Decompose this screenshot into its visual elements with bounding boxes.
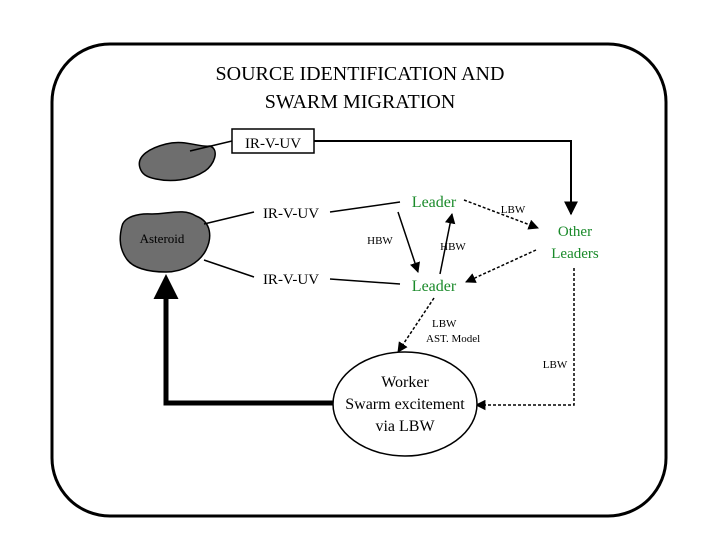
arrow-box-to-source [189,140,233,152]
line-asteroid-upper [203,211,255,225]
migration-arrow [153,274,333,406]
hbw-right-label: HBW [440,241,466,253]
arrow-leader-to-worker [397,297,435,353]
lbw-top-label: LBW [501,204,526,216]
other-leaders-line-1: Other [558,224,592,240]
hbw-left-label: HBW [367,235,393,247]
line-upper-to-leader [329,201,401,213]
lbw-right-label: LBW [543,359,568,371]
source-blob [138,141,216,182]
hbw-arrow-left [397,211,420,273]
asteroid-label: Asteroid [140,231,185,246]
worker-line-2: Swarm excitement [345,396,465,413]
hbw-arrow-right [439,212,456,275]
line-lower-to-leader [329,278,401,285]
line-asteroid-lower [203,259,255,278]
title-line-1: SOURCE IDENTIFICATION AND [216,63,505,85]
arrow-other-to-worker [474,268,575,411]
asteroid-blob [119,211,211,273]
arrow-other-to-leader-bottom [465,249,537,283]
lbw-arrow-to-other-leaders [463,199,539,230]
frame-border [50,42,668,518]
worker-line-1: Worker [381,374,429,391]
leader-bottom: Leader [412,278,457,295]
title-line-2: SWARM MIGRATION [265,91,456,113]
arrow-top-to-other-leaders [314,140,578,216]
leader-top: Leader [412,194,457,211]
ir-v-uv-lower-label: IR-V-UV [263,272,319,288]
other-leaders-line-2: Leaders [551,246,599,262]
lbw-ast-label-line-2: AST. Model [426,333,480,345]
ir-v-uv-top-label: IR-V-UV [245,136,301,152]
ir-v-uv-upper-label: IR-V-UV [263,206,319,222]
lbw-ast-label-line-1: LBW [432,318,457,330]
worker-line-3: via LBW [375,418,435,435]
